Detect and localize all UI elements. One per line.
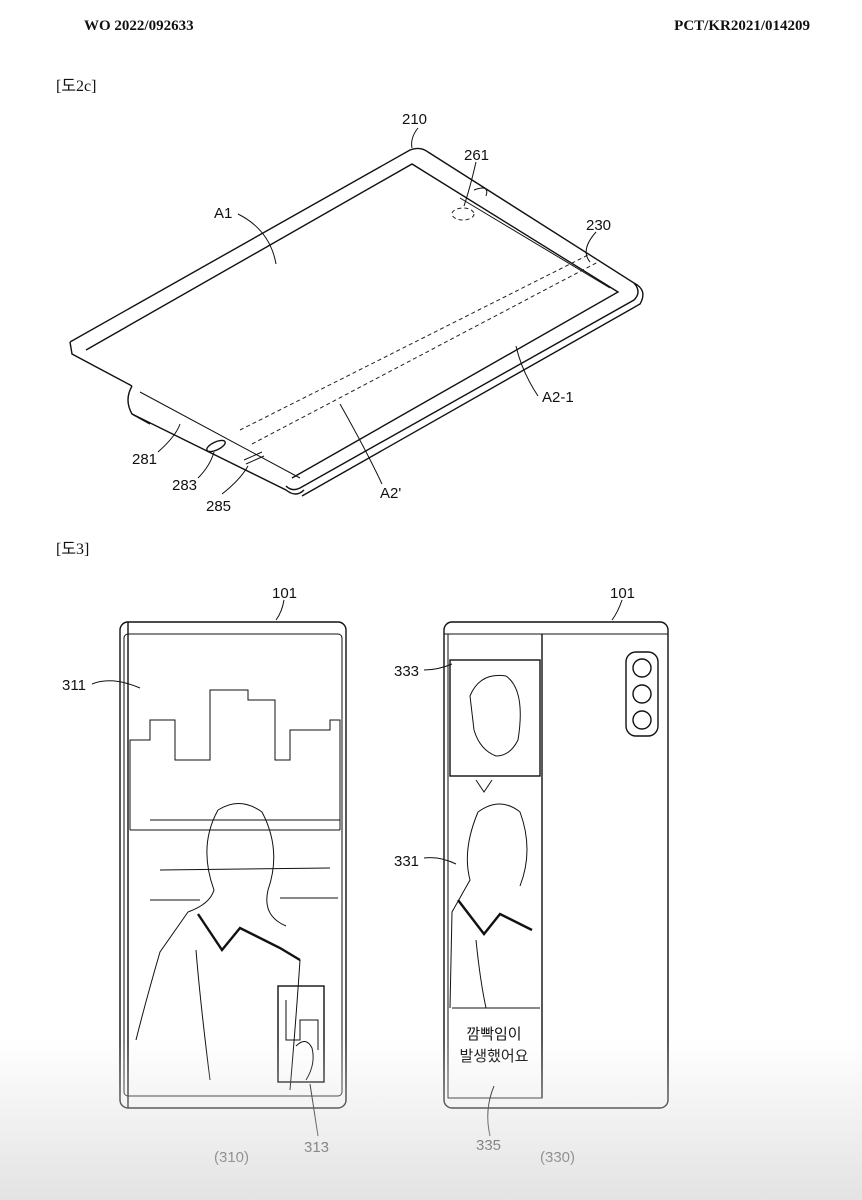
device-310-drawing bbox=[91, 599, 347, 1137]
ref-A2-1: A2-1 bbox=[542, 389, 574, 406]
ref-A1: A1 bbox=[214, 205, 232, 222]
ref-330: (330) bbox=[540, 1149, 575, 1166]
ref-285: 285 bbox=[206, 498, 231, 515]
ref-210: 210 bbox=[402, 111, 427, 128]
ref-335: 335 bbox=[476, 1137, 501, 1154]
application-number: PCT/KR2021/014209 bbox=[674, 18, 810, 34]
notification-message: 깜빡임이 발생했어요 bbox=[448, 1023, 540, 1067]
ref-101-right: 101 bbox=[610, 585, 635, 602]
ref-230: 230 bbox=[586, 217, 611, 234]
ref-331: 331 bbox=[394, 853, 419, 870]
ref-101-left: 101 bbox=[272, 585, 297, 602]
notification-line-2: 발생했어요 bbox=[459, 1047, 529, 1065]
figure-label-2c: [도2c] bbox=[56, 78, 97, 95]
ref-313: 313 bbox=[304, 1139, 329, 1156]
notification-line-1: 깜빡임이 bbox=[466, 1025, 522, 1043]
figure-label-3: [도3] bbox=[56, 541, 90, 558]
ref-281: 281 bbox=[132, 451, 157, 468]
ref-311: 311 bbox=[62, 677, 86, 694]
rollable-device-drawing bbox=[69, 127, 644, 497]
ref-283: 283 bbox=[172, 477, 197, 494]
ref-261: 261 bbox=[464, 147, 489, 164]
ref-333: 333 bbox=[394, 663, 419, 680]
ref-A2prime: A2' bbox=[380, 485, 401, 502]
publication-number: WO 2022/092633 bbox=[84, 18, 194, 34]
ref-310: (310) bbox=[214, 1149, 249, 1166]
